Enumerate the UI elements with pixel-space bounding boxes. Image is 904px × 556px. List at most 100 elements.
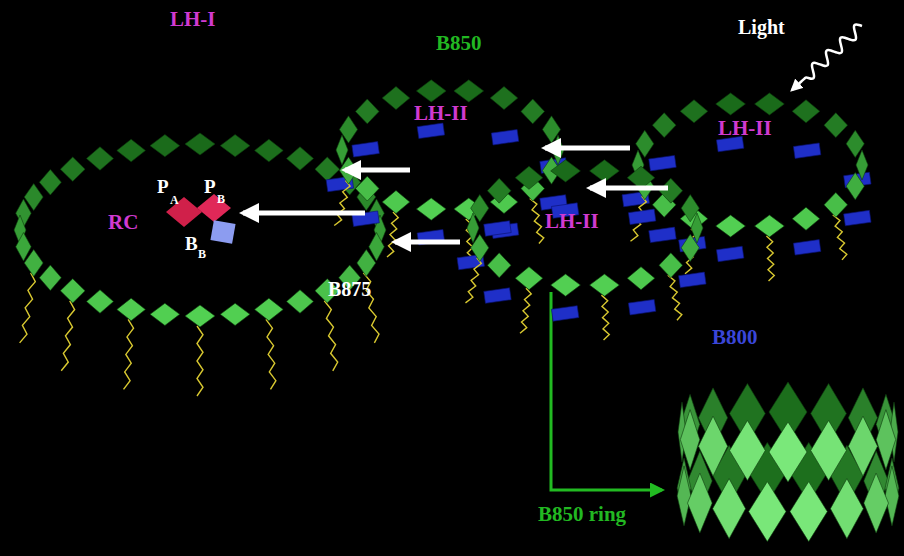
carotenoid — [668, 275, 682, 320]
b800-bchl — [649, 155, 676, 171]
ring-shape — [335, 70, 565, 230]
b850-bchl — [355, 176, 379, 201]
b800-bchl — [417, 123, 444, 139]
b850-bchl — [382, 190, 410, 213]
bchl-diamond — [677, 466, 691, 526]
b850-bchl — [24, 249, 43, 276]
light-label: Light — [738, 16, 785, 38]
carotenoid — [20, 273, 36, 343]
lh2-ring: LH-II — [465, 160, 705, 300]
b850-bchl — [39, 169, 61, 195]
b850-bchl — [755, 215, 785, 237]
bchl-diamond — [698, 416, 727, 476]
b850-bchl — [627, 166, 655, 189]
carotenoid — [324, 301, 337, 371]
b850-bchl — [792, 207, 820, 230]
b800-bchl — [352, 211, 379, 227]
accessory-bchl — [210, 220, 235, 244]
light-wave — [792, 24, 862, 90]
b850-bchl — [60, 279, 85, 303]
b850-bchl — [652, 113, 676, 138]
b850-bchl — [355, 99, 379, 124]
bchl-diamond — [688, 473, 713, 533]
b850-bchl — [716, 215, 746, 237]
b850-bchl — [590, 160, 620, 182]
carotenoid — [465, 258, 481, 303]
band-label: B850 ring — [538, 503, 626, 526]
b850-bchl — [659, 253, 683, 278]
bchl-diamond — [680, 410, 699, 470]
b850-bchl — [255, 139, 284, 162]
b850-bchl — [185, 133, 215, 155]
b800-bchl — [352, 142, 379, 158]
carotenoid — [124, 319, 134, 389]
b850-bchl — [856, 150, 868, 180]
carotenoid — [266, 319, 276, 389]
bchl-diamond — [848, 416, 877, 476]
b850-bchl — [87, 147, 114, 170]
band-label: B875 — [328, 278, 371, 300]
b850-bchl — [416, 198, 446, 220]
b850-bchl — [659, 178, 683, 203]
b800-bchl — [484, 221, 511, 237]
b850-bchl — [220, 303, 250, 325]
b850-bchl — [454, 80, 484, 102]
pigment-label: B — [185, 234, 198, 255]
complex-label: LH-II — [414, 102, 468, 125]
b850-bchl — [39, 265, 61, 291]
b850-bchl — [487, 178, 511, 203]
b850-bchl — [515, 166, 543, 189]
bchl-diamond — [769, 422, 807, 482]
b800-bchl — [628, 299, 655, 315]
carotenoid — [833, 215, 847, 260]
b850-bchl — [846, 173, 864, 200]
pigment-subscript: B — [217, 193, 225, 206]
b850-bchl — [716, 93, 746, 115]
carotenoid — [520, 288, 531, 333]
b850-bchl — [287, 290, 314, 313]
lh2-ring: LH-II — [335, 70, 565, 230]
b850-bchl — [627, 267, 655, 290]
complex-label: LH-II — [545, 210, 599, 233]
b850-bchl — [185, 305, 215, 327]
b850-bchl — [515, 267, 543, 290]
carotenoid — [387, 212, 398, 257]
b850-bchl — [824, 113, 848, 138]
bchl-diamond — [713, 479, 746, 539]
energy-transfer-arrow — [590, 186, 668, 191]
b800-bchl — [716, 246, 743, 262]
b850-bchl — [824, 192, 848, 217]
b800-bchl — [551, 306, 578, 322]
pigment-subscript: B — [198, 248, 206, 261]
b850-bchl — [220, 135, 250, 157]
bchl-diamond — [749, 482, 786, 542]
b800-bchl — [417, 229, 444, 245]
b850-bchl — [287, 147, 314, 170]
bchl-diamond — [790, 482, 827, 542]
b800-bchl — [793, 143, 820, 159]
energy-transfer-arrow — [243, 211, 365, 216]
carotenoid — [601, 295, 609, 340]
b850-bchl — [150, 303, 180, 325]
leader-line — [551, 292, 662, 490]
carotenoid — [61, 301, 74, 371]
bchl-diamond — [885, 466, 899, 526]
b850-bchl — [755, 93, 785, 115]
b800-bchl — [844, 210, 871, 226]
b850-bchl — [315, 157, 340, 181]
carotenoid — [530, 199, 544, 244]
b850-bchl — [792, 100, 820, 123]
carotenoid — [334, 181, 350, 226]
band-label: B800 — [712, 326, 758, 349]
bchl-diamond — [730, 420, 766, 480]
complex-label: RC — [108, 211, 138, 234]
b800-bchl — [628, 209, 655, 225]
carotenoid — [197, 326, 203, 396]
complex-label: LH-II — [718, 117, 772, 140]
bchl-diamond — [864, 473, 889, 533]
pigment-subscript: A — [170, 194, 179, 207]
b800-bchl — [793, 240, 820, 256]
b850-bchl — [339, 157, 357, 184]
b850-bchl — [590, 274, 620, 296]
